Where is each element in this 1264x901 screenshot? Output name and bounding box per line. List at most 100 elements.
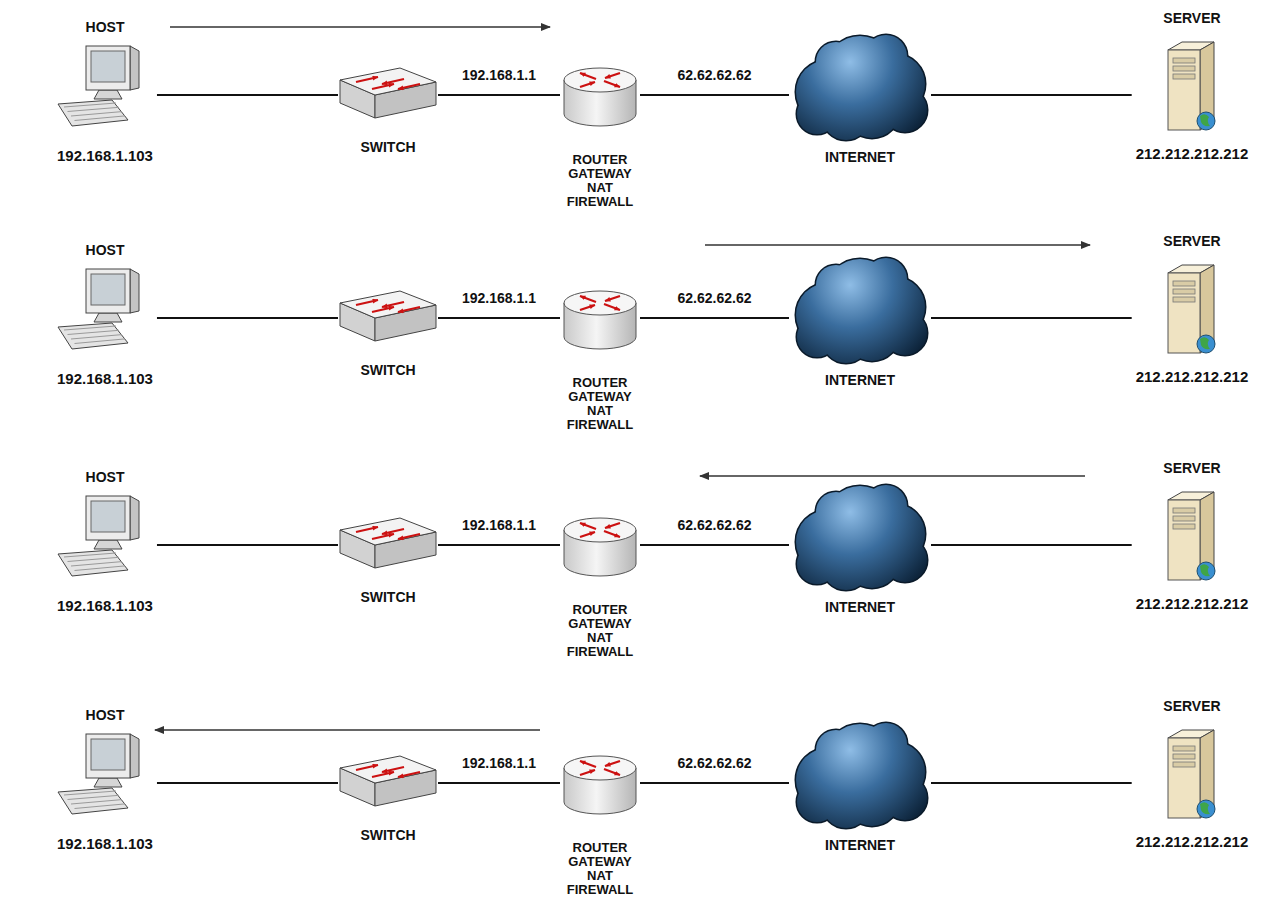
cloud-outline [816, 492, 856, 532]
cloud-fill [865, 35, 907, 77]
cloud-fill [816, 730, 856, 770]
cloud-outline [816, 265, 856, 305]
icon-space [860, 480, 861, 598]
cloud-outline [822, 542, 870, 590]
cloud-fill [822, 780, 870, 828]
web-server: SERVER212.212.212.212 [1132, 697, 1253, 851]
red-arrow [605, 523, 620, 528]
drive-bay [1173, 281, 1195, 286]
keyboard-keys [64, 326, 116, 330]
interface-address: 192.168.1.1 [460, 754, 538, 772]
ip-address: 212.212.212.212 [1136, 367, 1249, 386]
keyboard [58, 323, 128, 349]
icon-space [600, 750, 601, 841]
monitor-side [130, 734, 139, 778]
cloud-fill [865, 485, 907, 527]
icon-space [600, 62, 601, 153]
cloud-outline [822, 92, 870, 140]
cloud-fill [865, 258, 907, 300]
red-arrow [356, 765, 378, 770]
red-arrow [604, 769, 620, 775]
icon-space [388, 291, 389, 361]
ip-address: 192.168.1.103 [57, 834, 153, 853]
keyboard [58, 100, 128, 126]
router-gateway: ROUTER GATEWAY NAT FIREWALL [560, 285, 640, 432]
red-arrow [604, 531, 620, 537]
globe-land [1200, 337, 1210, 349]
network-row [58, 485, 1215, 590]
keyboard-keys [75, 566, 126, 571]
node-label: SWITCH [360, 138, 415, 156]
icon-space [1192, 27, 1193, 144]
red-arrow [604, 304, 620, 310]
router-gateway: ROUTER GATEWAY NAT FIREWALL [560, 750, 640, 897]
server-front [1168, 50, 1200, 130]
cloud-outline [865, 258, 907, 300]
red-arrow [580, 73, 596, 79]
ip-address: 192.168.1.103 [57, 596, 153, 615]
network-row [58, 723, 1215, 828]
drive-bay [1173, 516, 1195, 521]
icon-space [860, 30, 861, 148]
network-link [157, 544, 338, 546]
globe [1197, 562, 1215, 580]
keyboard [58, 788, 128, 814]
ip-address: 212.212.212.212 [1136, 144, 1249, 163]
monitor-screen [91, 51, 125, 82]
node-label: SWITCH [360, 588, 415, 606]
cloud-fill [816, 492, 856, 532]
internet-cloud: INTERNET [789, 253, 931, 389]
flow-arrow [705, 244, 1090, 246]
red-arrow [372, 534, 394, 539]
node-label: ROUTER GATEWAY NAT FIREWALL [567, 153, 633, 209]
globe-land [1200, 802, 1210, 814]
network-link [640, 94, 789, 96]
keyboard-keys [71, 562, 122, 566]
globe-land [1200, 564, 1210, 576]
web-server: SERVER212.212.212.212 [1132, 459, 1253, 613]
switch-top [340, 68, 436, 95]
red-arrow [356, 527, 378, 532]
ip-address: 192.168.1.103 [57, 369, 153, 388]
network-link [640, 782, 789, 784]
network-row [58, 258, 1215, 363]
red-arrow [604, 81, 620, 87]
router-gateway: ROUTER GATEWAY NAT FIREWALL [560, 62, 640, 209]
red-arrow [372, 772, 394, 777]
interface-address: 62.62.62.62 [676, 66, 754, 84]
router-top [564, 68, 636, 92]
red-arrow [605, 73, 620, 78]
network-switch: SWITCH [338, 756, 438, 844]
keyboard-keys [64, 103, 116, 107]
drive-bay [1173, 66, 1195, 71]
globe [1197, 112, 1215, 130]
monitor-frame [86, 734, 130, 778]
globe-land [1200, 114, 1210, 126]
internet-cloud: INTERNET [789, 718, 931, 854]
node-label: INTERNET [825, 836, 895, 854]
red-arrow [580, 770, 595, 775]
cloud-outline [822, 315, 870, 363]
keyboard-keys [71, 335, 122, 339]
network-link [640, 317, 789, 319]
red-arrow [580, 523, 596, 529]
icon-space [388, 756, 389, 826]
interface-address: 62.62.62.62 [676, 516, 754, 534]
red-arrow [356, 77, 378, 82]
globe [1197, 335, 1215, 353]
keyboard-keys [71, 800, 122, 804]
red-arrow [356, 300, 378, 305]
node-label: SWITCH [360, 826, 415, 844]
node-heading: SERVER [1163, 9, 1220, 27]
keyboard-keys [68, 795, 120, 799]
web-server: SERVER 212.212.212.212 [1132, 9, 1253, 163]
network-link [438, 544, 560, 546]
node-heading: SERVER [1163, 232, 1220, 250]
network-link [438, 94, 560, 96]
red-arrow [580, 532, 595, 537]
node-label: SWITCH [360, 361, 415, 379]
keyboard-keys [64, 553, 116, 557]
node-label: INTERNET [825, 598, 895, 616]
network-row [58, 35, 1215, 140]
keyboard-keys [75, 116, 126, 121]
